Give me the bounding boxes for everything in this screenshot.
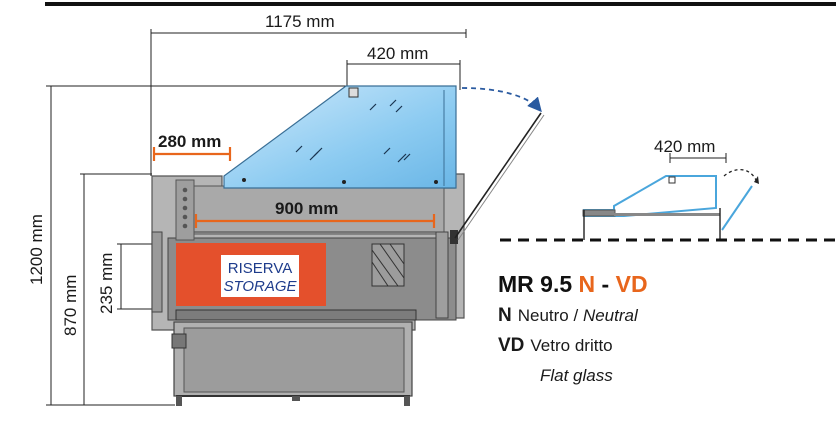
- model-prefix: MR 9.5: [498, 271, 579, 297]
- glass-swing-arrow-icon: [461, 87, 542, 113]
- legend-english-vd: Flat glass: [540, 366, 613, 385]
- accent-dimensions: [152, 147, 436, 228]
- legend-italian-vd: Vetro dritto: [530, 336, 612, 355]
- dim-overall-width: 1175 mm: [265, 12, 335, 31]
- dim-overall-height: 1200 mm: [27, 214, 46, 285]
- model-code-n: N: [579, 271, 596, 297]
- glass-display: [223, 85, 545, 241]
- model-title: MR 9.5 N - VD: [498, 271, 648, 297]
- dim-counter-height: 870 mm: [61, 275, 80, 336]
- model-code-vd: VD: [616, 271, 648, 297]
- storage-label-line2: STORAGE: [223, 278, 297, 295]
- dim-glass-top: 420 mm: [367, 44, 428, 63]
- storage-label-line1: RISERVA: [228, 260, 292, 277]
- legend-code-vd: VD: [498, 335, 524, 356]
- dim-side-view-top: 420 mm: [654, 137, 715, 156]
- dim-storage-height: 235 mm: [97, 253, 116, 314]
- storage-label-box: [221, 255, 299, 297]
- legend-code-n: N: [498, 305, 512, 326]
- top-border: [45, 2, 836, 6]
- legend-row-vd: VD Vetro dritto: [498, 335, 613, 356]
- side-view-glass: [582, 153, 759, 240]
- legend-italian-n: Neutro: [518, 306, 569, 325]
- model-separator: -: [595, 271, 615, 297]
- legend-row-n: N Neutro / Neutral: [498, 305, 639, 326]
- dim-worktop: 280 mm: [158, 132, 221, 151]
- dim-display-depth: 900 mm: [275, 199, 338, 218]
- legend-slash-n: /: [569, 306, 583, 325]
- legend-english-n: Neutral: [583, 306, 639, 325]
